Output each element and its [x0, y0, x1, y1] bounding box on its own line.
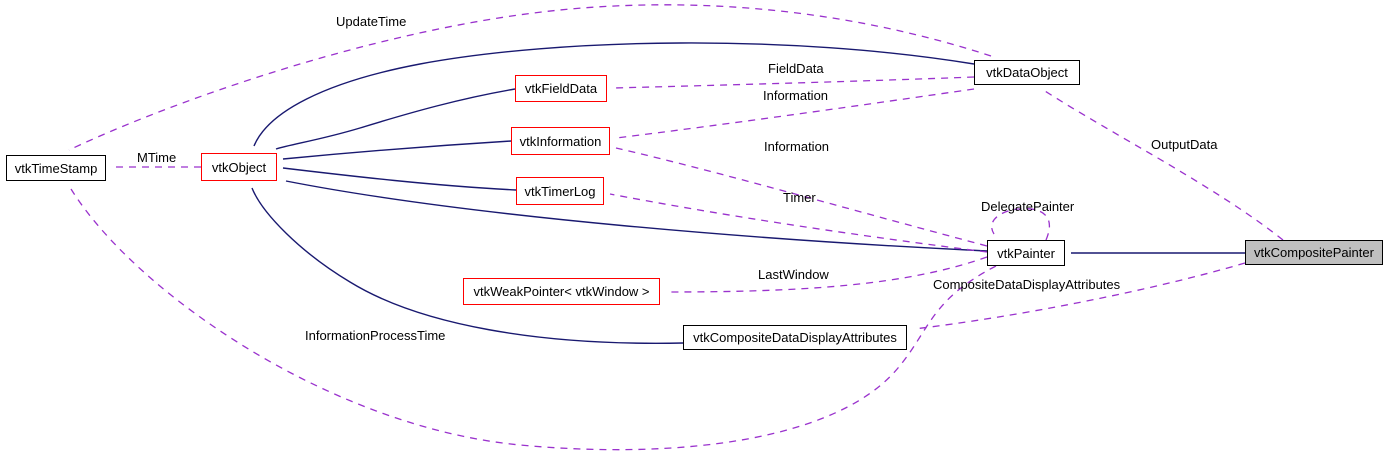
edge-label-informationprocesstime: InformationProcessTime: [305, 328, 446, 343]
node-vtkCompositeDataDisplayAttributes[interactable]: vtkCompositeDataDisplayAttributes: [683, 325, 907, 350]
edge-label-fielddata: FieldData: [768, 61, 824, 76]
node-vtkObject[interactable]: vtkObject: [201, 153, 277, 181]
edge-label-mtime: MTime: [137, 150, 177, 165]
edge-label-lastwindow: LastWindow: [758, 267, 829, 282]
edge-label-information-dataobject: Information: [763, 88, 829, 103]
edge-label-outputdata: OutputData: [1151, 137, 1218, 152]
edge-usage-updatetime: [68, 4, 992, 151]
edge-usage-information-dataobject: [615, 88, 975, 139]
node-label: vtkObject: [211, 159, 267, 175]
node-label: vtkTimerLog: [524, 183, 596, 199]
node-label: vtkCompositeDataDisplayAttributes: [693, 330, 897, 345]
node-label: vtkPainter: [997, 245, 1055, 261]
node-vtkTimeStamp[interactable]: vtkTimeStamp: [6, 155, 106, 181]
node-label: vtkFieldData: [524, 81, 598, 96]
edge-inherit-vtkTimerLog-vtkObject: [282, 167, 517, 191]
edge-usage-timer: [609, 193, 988, 253]
edge-label-compositedatadisplayattributes: CompositeDataDisplayAttributes: [933, 277, 1121, 292]
node-label: vtkDataObject: [986, 65, 1068, 80]
edge-usage-fielddata: [612, 76, 975, 89]
edge-inherit-vtkDataObject-vtkObject: [253, 42, 975, 147]
node-label: vtkInformation: [519, 133, 602, 149]
edge-inherit-vtkPainter-vtkObject: [285, 180, 988, 252]
node-vtkDataObject[interactable]: vtkDataObject: [974, 60, 1080, 85]
edge-label-information-painter: Information: [764, 139, 830, 154]
node-label: vtkCompositePainter: [1254, 245, 1374, 260]
node-vtkTimerLog[interactable]: vtkTimerLog: [516, 177, 604, 205]
edge-usage-outputdata: [1044, 90, 1284, 241]
edge-usage-informationprocesstime: [70, 188, 997, 451]
node-vtkPainter[interactable]: vtkPainter: [987, 240, 1065, 266]
node-label: vtkTimeStamp: [14, 160, 98, 176]
edge-usage-lastwindow: [665, 256, 988, 293]
edge-label-timer: Timer: [783, 190, 816, 205]
node-label: vtkWeakPointer< vtkWindow >: [473, 284, 650, 299]
node-vtkFieldData[interactable]: vtkFieldData: [515, 75, 607, 102]
edge-usage-compositedatadisplayattributes: [913, 262, 1246, 330]
edge-usage-delegatepainter-self-loop: [991, 207, 1051, 241]
edge-usage-information-painter: [615, 147, 988, 247]
edge-inherit-vtkFieldData-vtkObject: [275, 88, 516, 150]
edge-label-updatetime: UpdateTime: [336, 14, 407, 29]
edge-inherit-vtkCompositeDataDisplayAttributes-vtkObject: [251, 187, 684, 344]
edge-inherit-vtkInformation-vtkObject: [282, 140, 512, 160]
node-vtkInformation[interactable]: vtkInformation: [511, 127, 610, 155]
edge-label-delegatepainter: DelegatePainter: [981, 199, 1075, 214]
node-vtkWeakPointer-vtkWindow[interactable]: vtkWeakPointer< vtkWindow >: [463, 278, 660, 305]
node-vtkCompositePainter-current: vtkCompositePainter: [1245, 240, 1383, 265]
